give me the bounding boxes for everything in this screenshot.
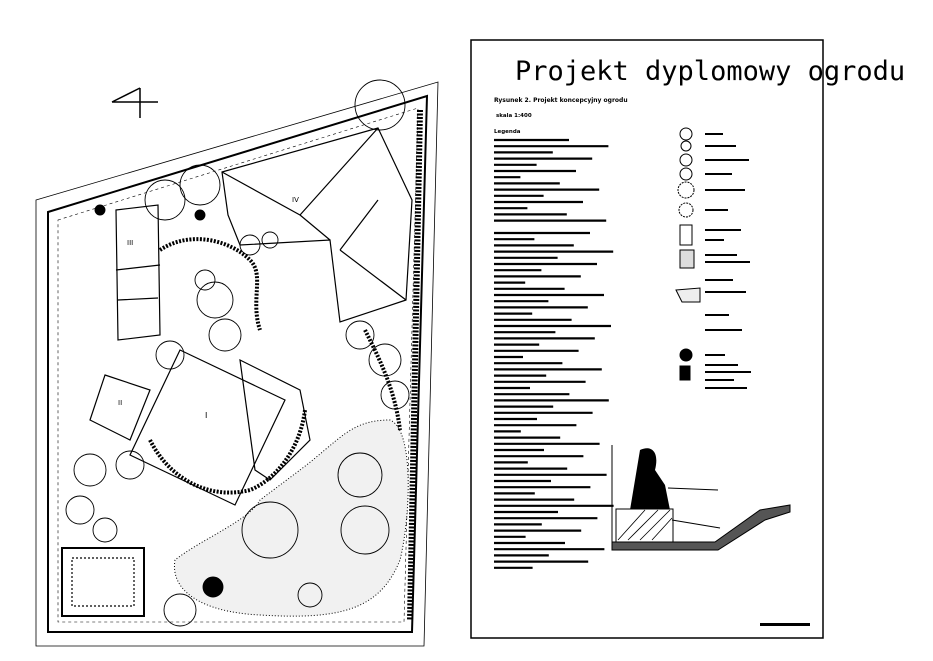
legend-text-lines xyxy=(494,138,614,569)
figure-caption: Rysunek 2. Projekt koncepcyjny ogrodu xyxy=(494,97,628,104)
building-garage xyxy=(115,204,161,341)
building-ii xyxy=(89,374,151,441)
title-sheet: Projekt dyplomowy ogrodu Rysunek 2. Proj… xyxy=(470,39,905,639)
building-iv xyxy=(221,127,413,323)
terrace xyxy=(239,358,311,481)
legend-symbols xyxy=(675,127,701,381)
label-building-iv: IV xyxy=(292,196,299,204)
building-i xyxy=(129,349,286,506)
plot-boundary xyxy=(35,81,439,647)
pond-box xyxy=(61,547,145,617)
section-drawing xyxy=(611,445,810,626)
label-building-iii: III xyxy=(127,239,133,247)
label-building-i: I xyxy=(205,411,207,420)
buildings xyxy=(61,127,413,617)
meadow-area xyxy=(173,419,409,617)
legend-symbol-labels xyxy=(705,133,751,389)
north-arrow-icon xyxy=(111,87,158,118)
label-building-ii: II xyxy=(118,399,122,407)
scale-label: skala 1:400 xyxy=(496,113,532,119)
sheet-title: Projekt dyplomowy ogrodu xyxy=(515,56,905,87)
legend-heading: Legenda xyxy=(494,129,521,135)
trees-and-shrubs xyxy=(65,79,410,627)
